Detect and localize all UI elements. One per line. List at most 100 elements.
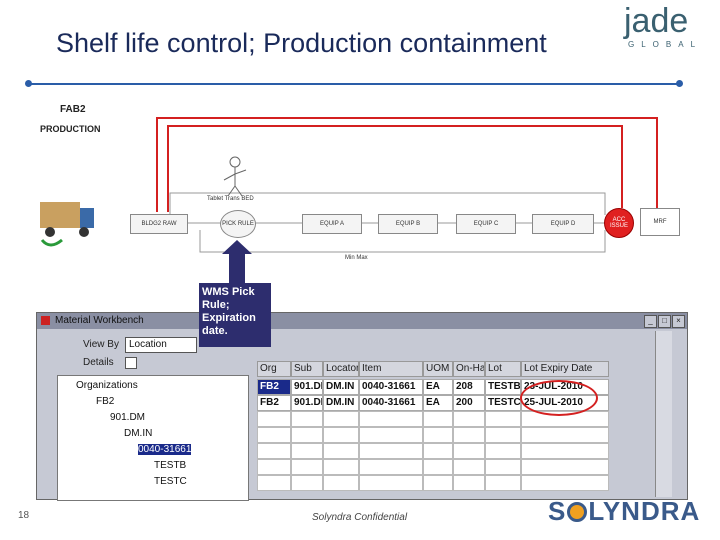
table-row-cell[interactable]: EA: [423, 395, 453, 411]
solyndra-logo-pre: S: [548, 496, 566, 526]
table-row-cell[interactable]: FB2: [257, 379, 291, 395]
tree-node-lot-testc[interactable]: TESTC: [154, 476, 187, 487]
empty-grid-cell[interactable]: [521, 475, 609, 491]
expiry-date-highlight: [520, 380, 598, 416]
tree-node-subinventory[interactable]: 901.DM: [110, 412, 145, 423]
empty-grid-cell[interactable]: [257, 475, 291, 491]
empty-grid-cell[interactable]: [453, 443, 485, 459]
empty-grid-cell[interactable]: [323, 411, 359, 427]
divider-dot-right: [676, 80, 683, 87]
empty-grid-cell[interactable]: [291, 443, 323, 459]
empty-grid-cell[interactable]: [291, 411, 323, 427]
title-divider: [28, 83, 680, 85]
table-row-cell[interactable]: TESTC: [485, 395, 521, 411]
col-header-item: Item: [359, 361, 423, 377]
window-title: Material Workbench: [55, 315, 144, 326]
empty-grid-cell[interactable]: [453, 427, 485, 443]
vertical-scrollbar[interactable]: [655, 331, 672, 497]
wms-pick-rule-callout: WMS Pick Rule; Expiration date.: [199, 283, 271, 347]
view-by-select[interactable]: Location: [125, 337, 197, 353]
empty-grid-cell[interactable]: [423, 427, 453, 443]
empty-grid-cell[interactable]: [423, 475, 453, 491]
col-header-sub: Sub: [291, 361, 323, 377]
empty-grid-cell[interactable]: [323, 443, 359, 459]
table-row-cell[interactable]: 208: [453, 379, 485, 395]
solyndra-sun-icon: [567, 502, 587, 522]
organization-tree[interactable]: Organizations FB2 901.DM DM.IN 0040-3166…: [57, 375, 249, 501]
table-row-cell[interactable]: FB2: [257, 395, 291, 411]
empty-grid-cell[interactable]: [485, 427, 521, 443]
process-diagram: FAB2 PRODUCTION Tablet Trans BED Min Max…: [20, 90, 700, 285]
minmax-label: Min Max: [345, 255, 368, 261]
minimize-button[interactable]: _: [644, 315, 657, 328]
empty-grid-cell[interactable]: [453, 411, 485, 427]
solyndra-logo: S LYNDRA: [548, 496, 700, 527]
empty-grid-cell[interactable]: [521, 427, 609, 443]
tree-node-item[interactable]: 0040-31661: [138, 444, 191, 455]
col-header-uom: UOM: [423, 361, 453, 377]
slide-title: Shelf life control; Production containme…: [56, 28, 547, 59]
divider-dot-left: [25, 80, 32, 87]
empty-grid-cell[interactable]: [453, 459, 485, 475]
station-bldg2-raw: BLDG2 RAW: [130, 214, 188, 234]
table-row-cell[interactable]: 0040-31661: [359, 395, 423, 411]
empty-grid-cell[interactable]: [423, 411, 453, 427]
empty-grid-cell[interactable]: [423, 459, 453, 475]
empty-grid-cell[interactable]: [359, 443, 423, 459]
station-mrf: MRF: [640, 208, 680, 236]
table-row-cell[interactable]: 200: [453, 395, 485, 411]
app-icon: [41, 316, 50, 325]
jade-logo: jade: [624, 2, 688, 41]
empty-grid-cell[interactable]: [485, 475, 521, 491]
empty-grid-cell[interactable]: [257, 459, 291, 475]
jade-logo-tagline: GLOBAL: [628, 40, 702, 49]
empty-grid-cell[interactable]: [257, 427, 291, 443]
station-equip-d: EQUIP D: [532, 214, 594, 234]
empty-grid-cell[interactable]: [521, 459, 609, 475]
empty-grid-cell[interactable]: [359, 411, 423, 427]
col-header-org: Org: [257, 361, 291, 377]
maximize-button[interactable]: □: [658, 315, 671, 328]
station-equip-a: EQUIP A: [302, 214, 362, 234]
station-equip-b: EQUIP B: [378, 214, 438, 234]
table-row-cell[interactable]: TESTB: [485, 379, 521, 395]
tree-node-org[interactable]: FB2: [96, 396, 114, 407]
tree-node-lot-testb[interactable]: TESTB: [154, 460, 186, 471]
empty-grid-cell[interactable]: [521, 443, 609, 459]
empty-grid-cell[interactable]: [359, 427, 423, 443]
empty-grid-cell[interactable]: [323, 475, 359, 491]
table-row-cell[interactable]: EA: [423, 379, 453, 395]
empty-grid-cell[interactable]: [423, 443, 453, 459]
tree-node-root[interactable]: Organizations: [76, 380, 138, 391]
empty-grid-cell[interactable]: [257, 411, 291, 427]
confidential-footer: Solyndra Confidential: [312, 512, 407, 523]
empty-grid-cell[interactable]: [359, 475, 423, 491]
table-row-cell[interactable]: DM.IN: [323, 379, 359, 395]
solyndra-logo-post: LYNDRA: [588, 496, 700, 526]
col-header-expiry: Lot Expiry Date: [521, 361, 609, 377]
empty-grid-cell[interactable]: [291, 427, 323, 443]
table-row-cell[interactable]: 0040-31661: [359, 379, 423, 395]
window-titlebar: Material Workbench _ □ ×: [37, 313, 687, 329]
empty-grid-cell[interactable]: [323, 427, 359, 443]
close-button[interactable]: ×: [672, 315, 685, 328]
empty-grid-cell[interactable]: [323, 459, 359, 475]
view-by-label: View By: [83, 339, 119, 350]
details-label: Details: [83, 357, 114, 368]
empty-grid-cell[interactable]: [485, 443, 521, 459]
empty-grid-cell[interactable]: [291, 475, 323, 491]
table-row-cell[interactable]: 901.DM: [291, 395, 323, 411]
empty-grid-cell[interactable]: [453, 475, 485, 491]
tree-node-locator[interactable]: DM.IN: [124, 428, 152, 439]
empty-grid-cell[interactable]: [359, 459, 423, 475]
empty-grid-cell[interactable]: [485, 411, 521, 427]
empty-grid-cell[interactable]: [291, 459, 323, 475]
details-checkbox[interactable]: [125, 357, 137, 369]
empty-grid-cell[interactable]: [485, 459, 521, 475]
table-row-cell[interactable]: DM.IN: [323, 395, 359, 411]
empty-grid-cell[interactable]: [257, 443, 291, 459]
page-number: 18: [18, 510, 29, 521]
table-row-cell[interactable]: 901.DM: [291, 379, 323, 395]
callout-arrow-stem: [229, 252, 245, 284]
station-equip-c: EQUIP C: [456, 214, 516, 234]
